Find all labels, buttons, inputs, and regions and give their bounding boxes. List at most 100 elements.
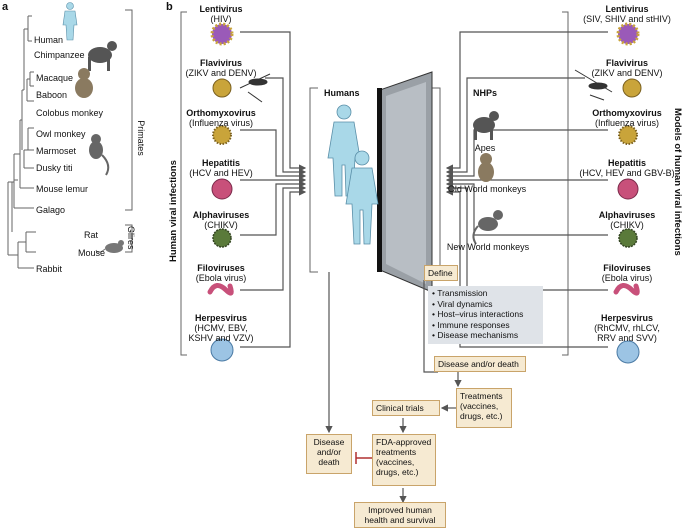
left-hepatitis-name: Hepatitis [201, 158, 241, 168]
models-viral-infections-label: Models of human viral infections [672, 108, 683, 256]
improved-line: health and survival [364, 515, 436, 525]
lentivirus-icon [210, 22, 234, 46]
left-filoviruses-detail: (Ebola virus) [195, 273, 247, 283]
define-item: • Disease mechanisms [432, 330, 519, 340]
taxon-marmoset: Marmoset [36, 146, 77, 156]
alphavirus-right-icon [618, 228, 638, 248]
taxon-rat: Rat [84, 230, 99, 240]
right-herpesvirus-detail-2: RRV and SVV) [597, 333, 657, 343]
fda-line: treatments [376, 447, 417, 457]
taxon-baboon: Baboon [36, 90, 68, 100]
new-world-monkeys-label: New World monkeys [446, 242, 530, 252]
disease-line: and/or [316, 447, 342, 457]
alphavirus-icon [212, 228, 232, 248]
left-virus-icons [207, 22, 271, 362]
left-herpesvirus-detail-1: (HCMV, EBV, [194, 323, 248, 333]
fda-approved-box: FDA-approved treatments (vaccines, drugs… [372, 434, 436, 486]
human-viral-infections-label: Human viral infections [168, 160, 179, 262]
orthomyxovirus-icon [212, 125, 232, 145]
right-flavivirus-name: Flavivirus [605, 58, 649, 68]
apes-label: Apes [474, 143, 496, 153]
taxon-owl-monkey: Owl monkey [36, 129, 86, 139]
herpesvirus-right-icon [616, 340, 640, 364]
right-filoviruses-name: Filoviruses [603, 263, 651, 273]
right-alphaviruses-detail: (CHIKV) [610, 220, 644, 230]
fda-line: (vaccines, [376, 457, 415, 467]
left-hepatitis-detail: (HCV and HEV) [189, 168, 253, 178]
fda-line: FDA-approved [376, 437, 432, 447]
chimpanzee-icon [88, 41, 117, 71]
define-box: Define [424, 265, 458, 281]
right-lentivirus-detail: (SIV, SHIV and stHIV) [583, 14, 671, 24]
treatments-line: (vaccines, [460, 401, 499, 411]
mosquito-icon [239, 73, 271, 103]
herpesvirus-icon [210, 338, 234, 362]
mosquito-right-icon [574, 69, 613, 101]
orthomyxovirus-right-icon [618, 125, 638, 145]
taxon-mouse: Mouse [78, 248, 106, 258]
right-arrows [445, 31, 608, 348]
human-silhouette-icon [62, 2, 78, 41]
taxon-rabbit: Rabbit [36, 264, 63, 274]
disease-death-box: Disease and/or death [434, 356, 526, 372]
panel-b-label: b [166, 1, 173, 13]
right-hepatitis-name: Hepatitis [607, 158, 647, 168]
old-world-monkey-icon [478, 153, 494, 182]
right-herpesvirus-name: Herpesvirus [600, 313, 654, 323]
flow-arrows [325, 272, 462, 504]
disease-death-human-box: Disease and/or death [306, 434, 352, 474]
filovirus-right-icon [613, 283, 640, 296]
taxon-colobus: Colobus monkey [36, 108, 104, 118]
right-virus-icons [574, 22, 642, 364]
right-flavivirus-detail: (ZIKV and DENV) [591, 68, 663, 78]
taxon-mouse-lemur: Mouse lemur [36, 184, 89, 194]
treatments-box: Treatments (vaccines, drugs, etc.) [456, 388, 512, 428]
left-orthomyxovirus-name: Orthomyxovirus [186, 108, 256, 118]
left-filoviruses-name: Filoviruses [197, 263, 245, 273]
taxon-chimpanzee: Chimpanzee [34, 50, 85, 60]
left-lentivirus-name: Lentivirus [199, 4, 243, 14]
inhibit-arrow [355, 452, 372, 464]
flavivirus-icon [212, 78, 232, 98]
left-alphaviruses-name: Alphaviruses [192, 210, 250, 220]
left-flavivirus-name: Flavivirus [199, 58, 243, 68]
left-orthomyxovirus-detail: (Influenza virus) [188, 118, 254, 128]
fda-line: drugs, etc.) [376, 467, 419, 477]
left-herpesvirus-detail-2: KSHV and VZV) [188, 333, 254, 343]
right-alphaviruses-name: Alphaviruses [598, 210, 656, 220]
left-lentivirus-detail: (HIV) [210, 14, 232, 24]
ape-icon [473, 111, 499, 140]
humans-label: Humans [324, 88, 360, 98]
flavivirus-right-icon [622, 78, 642, 98]
right-orthomyxovirus-name: Orthomyxovirus [592, 108, 662, 118]
taxon-macaque: Macaque [36, 73, 74, 83]
taxon-galago: Galago [36, 205, 66, 215]
nhps-label: NHPs [472, 88, 498, 98]
define-item: • Host–virus interactions [432, 309, 524, 319]
filovirus-icon [207, 283, 234, 296]
disease-line: death [318, 457, 340, 467]
right-lentivirus-name: Lentivirus [605, 4, 649, 14]
improved-line: Improved human [368, 505, 432, 515]
marmoset-icon [89, 134, 110, 176]
left-arrows [240, 31, 307, 348]
define-items-list: • Transmission • Viral dynamics • Host–v… [428, 286, 543, 344]
right-hepatitis-detail: (HCV, HEV and GBV-B) [579, 168, 675, 178]
right-filoviruses-detail: (Ebola virus) [601, 273, 653, 283]
old-world-monkeys-label: Old World monkeys [447, 184, 527, 194]
lentivirus-right-icon [616, 22, 640, 46]
one-way-mirror [377, 71, 433, 293]
clinical-trials-box: Clinical trials [372, 400, 440, 416]
taxon-dusky-titi: Dusky titi [36, 163, 73, 173]
left-herpesvirus-name: Herpesvirus [194, 313, 248, 323]
new-world-monkey-icon [472, 210, 503, 245]
glires-label: Glires [126, 226, 136, 250]
right-herpesvirus-detail-1: (RhCMV, rhLCV, [594, 323, 660, 333]
disease-line: Disease [313, 437, 345, 447]
define-item: • Viral dynamics [432, 298, 493, 309]
left-flavivirus-detail: (ZIKV and DENV) [185, 68, 257, 78]
right-orthomyxovirus-detail: (Influenza virus) [594, 118, 660, 128]
improved-health-box: Improved human health and survival [354, 502, 446, 528]
taxon-human: Human [34, 35, 64, 45]
